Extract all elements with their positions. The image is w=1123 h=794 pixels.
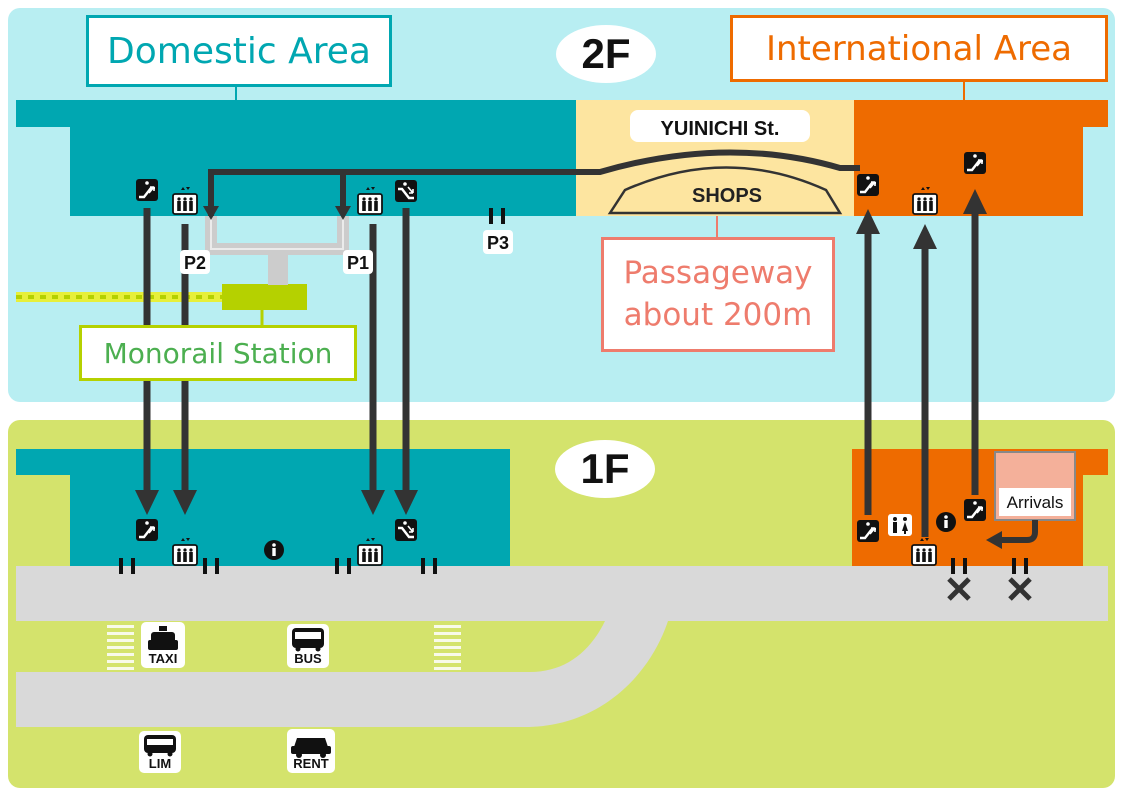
escalator-down-icon xyxy=(393,178,419,204)
floor-1f-badge: 1F xyxy=(555,440,655,498)
restroom-icon xyxy=(888,514,912,536)
arrivals-label: Arrivals xyxy=(1007,493,1064,512)
crosswalk-right xyxy=(434,625,461,670)
arrivals-exit-arrow xyxy=(1000,520,1038,543)
passageway-label: Passageway about 200m xyxy=(601,237,835,352)
limousine-label: LIM xyxy=(149,756,171,771)
shops-label: SHOPS xyxy=(692,185,762,207)
car-icon: RENT xyxy=(287,729,335,773)
information-icon xyxy=(936,512,956,532)
international-area-label: International Area xyxy=(730,15,1108,82)
floor-2f-badge: 2F xyxy=(556,25,656,83)
taxi-icon: TAXI xyxy=(141,622,185,668)
information-icon xyxy=(264,540,284,560)
escalator-up-icon xyxy=(855,172,881,198)
passageway-label-line2: about 200m xyxy=(623,296,813,333)
escalator-up-icon xyxy=(134,177,160,203)
escalator-down-icon xyxy=(393,517,419,543)
domestic-area-label: Domestic Area xyxy=(86,15,392,87)
street-label: YUINICHI St. xyxy=(661,118,780,140)
escalator-up-icon xyxy=(962,150,988,176)
arrow-international-escalator-right xyxy=(963,189,987,495)
arrow-domestic-escalator-right xyxy=(394,208,418,515)
monorail-station-label: Monorail Station xyxy=(79,325,357,381)
escalator-up-icon xyxy=(134,517,160,543)
platform-p3-label: P3 xyxy=(487,233,509,253)
domestic-terminal-2f xyxy=(16,100,576,216)
roadway-upper xyxy=(16,566,1108,621)
platform-connector-stem xyxy=(268,249,288,285)
bus-icon: BUS xyxy=(287,624,329,668)
arrow-international-elevator xyxy=(913,224,937,537)
shops-block xyxy=(607,166,843,215)
platform-p2-label: P2 xyxy=(184,253,206,273)
escalator-up-icon xyxy=(855,518,881,544)
street-label-box xyxy=(630,110,810,142)
taxi-label: TAXI xyxy=(149,651,178,666)
crosswalk-left xyxy=(107,625,134,670)
escalator-up-icon xyxy=(962,497,988,523)
passageway-label-line1: Passageway xyxy=(623,254,813,291)
domestic-terminal-1f xyxy=(16,449,510,566)
rental-car-label: RENT xyxy=(293,756,328,771)
walkway-route xyxy=(208,149,860,216)
monorail-station-block xyxy=(222,284,307,310)
monorail-track xyxy=(16,292,222,302)
bus-label: BUS xyxy=(294,651,322,666)
roadway-lower xyxy=(16,621,668,727)
arrow-international-escalator-left xyxy=(856,209,880,515)
limousine-bus-icon: LIM xyxy=(139,731,181,773)
platform-p1-label: P1 xyxy=(347,253,369,273)
